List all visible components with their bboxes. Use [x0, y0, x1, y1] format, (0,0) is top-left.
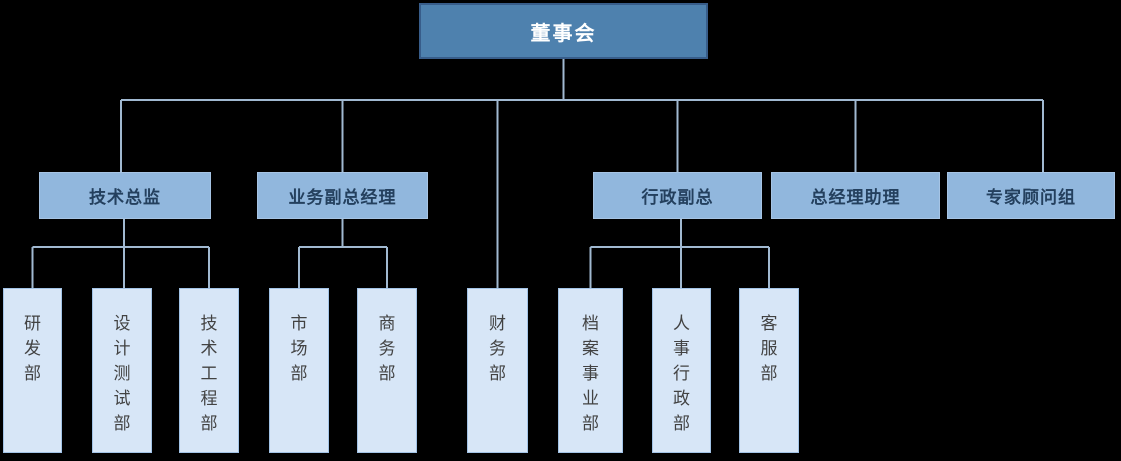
org-node-label: 人事行政部 — [673, 314, 690, 434]
org-node-tech-director[interactable]: 技术总监 — [39, 172, 211, 219]
org-node-gm-assistant[interactable]: 总经理助理 — [771, 172, 940, 219]
org-node-label: 董事会 — [530, 20, 597, 45]
org-node-marketing-dept[interactable]: 市场部 — [269, 288, 329, 453]
org-node-customer-service-dept[interactable]: 客服部 — [739, 288, 799, 453]
org-node-label: 商务部 — [378, 314, 396, 384]
org-node-finance-dept[interactable]: 财务部 — [467, 288, 528, 453]
org-node-archives-dept[interactable]: 档案事业部 — [558, 288, 623, 453]
org-node-commerce-dept[interactable]: 商务部 — [357, 288, 417, 453]
org-node-label: 研发部 — [24, 314, 41, 384]
org-node-label: 专家顾问组 — [986, 188, 1076, 208]
org-node-board[interactable]: 董事会 — [419, 3, 708, 59]
org-node-label: 技术总监 — [89, 188, 161, 208]
org-node-hr-admin-dept[interactable]: 人事行政部 — [652, 288, 711, 453]
org-node-label: 档案事业部 — [582, 314, 599, 434]
connector-path — [31, 59, 1044, 288]
org-node-business-deputy-gm[interactable]: 业务副总经理 — [257, 172, 428, 219]
org-node-label: 总经理助理 — [810, 188, 901, 208]
org-node-label: 技术工程部 — [200, 314, 218, 434]
org-node-label: 行政副总 — [641, 188, 714, 208]
org-node-label: 客服部 — [760, 314, 778, 384]
org-node-design-test-dept[interactable]: 设计测试部 — [92, 288, 152, 453]
org-node-label: 市场部 — [290, 314, 308, 384]
org-node-label: 业务副总经理 — [288, 188, 397, 208]
org-node-admin-deputy[interactable]: 行政副总 — [593, 172, 762, 219]
org-node-tech-engineering-dept[interactable]: 技术工程部 — [179, 288, 239, 453]
org-node-label: 设计测试部 — [113, 314, 131, 434]
org-node-label: 财务部 — [489, 314, 506, 384]
org-node-expert-advisors[interactable]: 专家顾问组 — [947, 172, 1115, 219]
org-node-rd-dept[interactable]: 研发部 — [3, 288, 62, 453]
